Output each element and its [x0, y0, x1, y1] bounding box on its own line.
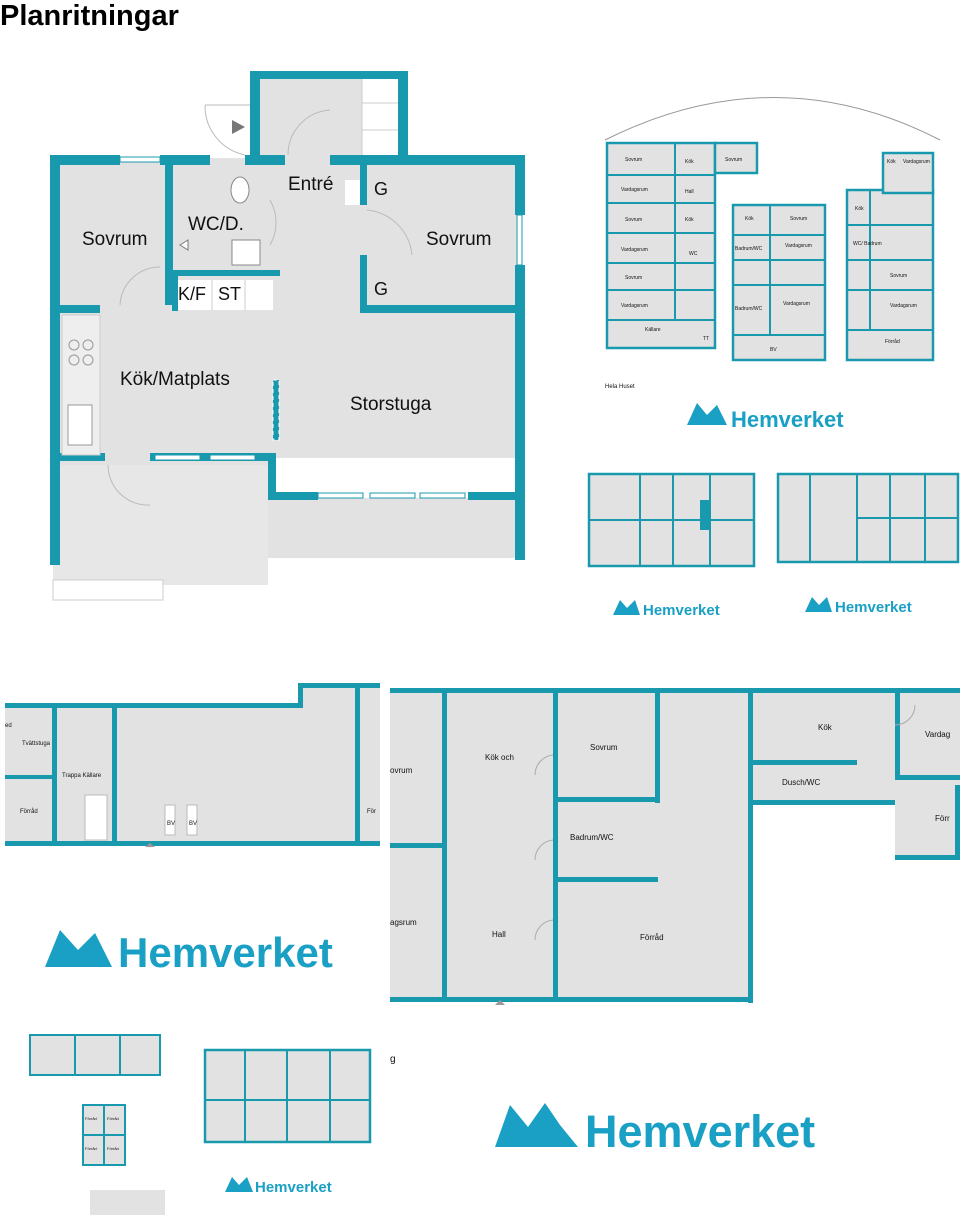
room-label: Förråd — [20, 808, 38, 815]
room-label: Förråd — [85, 1116, 97, 1121]
lion-logo-icon — [687, 403, 727, 425]
room-label: Förråd — [885, 338, 900, 345]
lion-logo-icon — [225, 1177, 253, 1192]
brand-name: Hemverket — [731, 407, 844, 432]
hemverket-logo: Hemverket — [687, 403, 844, 432]
large-logo-drawing: Hemverket — [495, 1103, 815, 1157]
room-label: Storstuga — [350, 394, 432, 415]
room-label: Vardagsrum — [783, 301, 810, 307]
room-label: ST — [218, 284, 241, 304]
thumbnail-plan-1: Hemverket — [585, 470, 765, 625]
upper-floor-plan: ovrum Kök och Sovrum Kök Vardag Dusch/WC… — [390, 685, 960, 1005]
room-label: Kök och — [485, 753, 514, 762]
room-label: Vardagsrum — [903, 159, 930, 165]
brand-name: Hemverket — [585, 1106, 815, 1157]
room-label: Sovrum — [625, 157, 642, 163]
room-label: Kök — [818, 723, 833, 732]
hemverket-logo: Hemverket — [45, 929, 333, 976]
room-label: Vardagsrum — [785, 243, 812, 249]
brand-name: Hemverket — [118, 929, 333, 976]
room-label: ed — [5, 723, 12, 729]
room-label: Entré — [288, 174, 333, 195]
room-label: Förråd — [107, 1146, 119, 1151]
room-label: agsrum — [390, 918, 417, 927]
room-label: g — [390, 1054, 396, 1065]
room-label: Kök — [745, 216, 754, 222]
room-label: Förråd — [640, 933, 664, 942]
room-label: G — [374, 279, 388, 299]
brand-name: Hemverket — [835, 599, 912, 616]
room-label: ovrum — [390, 766, 413, 775]
room-label: Sovrum — [790, 216, 807, 222]
room-label: K/F — [178, 284, 206, 304]
room-label: Kök — [685, 159, 694, 165]
room-label: Hall — [685, 189, 694, 195]
room-label: BV — [167, 821, 175, 827]
lion-logo-icon — [45, 930, 112, 967]
room-label: Sovrum — [725, 157, 742, 163]
room-label: Kök — [685, 217, 694, 223]
room-label: WC — [689, 251, 698, 257]
page-title: Planritningar — [0, 0, 179, 32]
room-label: Vardagsrum — [890, 303, 917, 309]
room-label: Förr — [935, 814, 950, 823]
hemverket-logo: Hemverket — [613, 600, 720, 619]
room-label: Tvättstuga — [22, 741, 51, 747]
room-label: Badrum/WC — [735, 306, 763, 312]
whole-house-plan: Sovrum Kök Sovrum Vardagsrum Hall Sovrum… — [585, 85, 960, 445]
hemverket-large-logo: Hemverket — [490, 1085, 860, 1160]
room-label: Sovrum — [890, 273, 907, 279]
basement-plan-drawing: ed Tvättstuga Trappa Källare Förråd BV B… — [5, 683, 380, 976]
whole-house-plan-drawing: Sovrum Kök Sovrum Vardagsrum Hall Sovrum… — [604, 97, 941, 432]
lion-logo-icon — [613, 600, 640, 615]
room-label: Dusch/WC — [782, 778, 820, 787]
tiny-plans-drawing: Förråd Förråd Förråd Förråd g Hemverket — [29, 1034, 396, 1215]
tiny-plans: Förråd Förråd Förråd Förråd g Hemverket — [25, 1030, 405, 1215]
room-label: Förråd — [107, 1116, 119, 1121]
room-label: Vardagsrum — [621, 187, 648, 193]
room-label: Kök — [855, 206, 864, 212]
thumbnail-plan-2: Hemverket — [775, 470, 960, 625]
thumbnail-plan-2-drawing: Hemverket — [776, 472, 960, 616]
thumbnail-plan-1-drawing: Hemverket — [587, 472, 756, 619]
plan-caption: Hela Huset — [605, 384, 635, 390]
basement-plan: ed Tvättstuga Trappa Källare Förråd BV B… — [0, 675, 385, 1005]
room-label: Sovrum — [590, 743, 618, 752]
room-label: Trappa Källare — [62, 773, 102, 779]
room-label: BV — [189, 821, 197, 827]
room-label: Förråd — [85, 1146, 97, 1151]
main-floor-plan: Entré G Sovrum WC/D. Sovrum K/F ST G Kök… — [0, 55, 580, 635]
room-label: Kök — [887, 159, 896, 165]
entrance-arrow-icon — [232, 120, 245, 134]
room-label: För — [367, 809, 376, 815]
room-label: Sovrum — [625, 217, 642, 223]
room-label: Vardagsrum — [621, 303, 648, 309]
room-label: Sovrum — [82, 229, 147, 250]
room-label: Hall — [492, 930, 506, 939]
room-label: Vardagsrum — [621, 247, 648, 253]
room-label: Badrum/WC — [735, 246, 763, 252]
upper-floor-plan-drawing: ovrum Kök och Sovrum Kök Vardag Dusch/WC… — [390, 688, 960, 1005]
room-label: Badrum/WC — [570, 833, 614, 842]
room-label: Vardag — [925, 730, 950, 739]
lion-logo-icon — [805, 597, 832, 612]
room-label: Sovrum — [625, 275, 642, 281]
brand-name: Hemverket — [255, 1179, 332, 1196]
room-label: Källare — [645, 327, 661, 333]
lion-logo-icon — [495, 1103, 578, 1147]
room-label: WC/ Badrum — [853, 241, 882, 247]
brand-name: Hemverket — [643, 602, 720, 619]
room-label: Sovrum — [426, 229, 491, 250]
room-label: TT — [703, 336, 709, 342]
room-label: BV — [770, 347, 777, 353]
room-label: G — [374, 179, 388, 199]
hemverket-logo: Hemverket — [225, 1177, 332, 1196]
main-floor-plan-drawing: Entré G Sovrum WC/D. Sovrum K/F ST G Kök… — [50, 71, 525, 601]
hemverket-logo: Hemverket — [805, 597, 912, 616]
room-label: Kök/Matplats — [120, 369, 230, 390]
room-label: WC/D. — [188, 214, 244, 235]
